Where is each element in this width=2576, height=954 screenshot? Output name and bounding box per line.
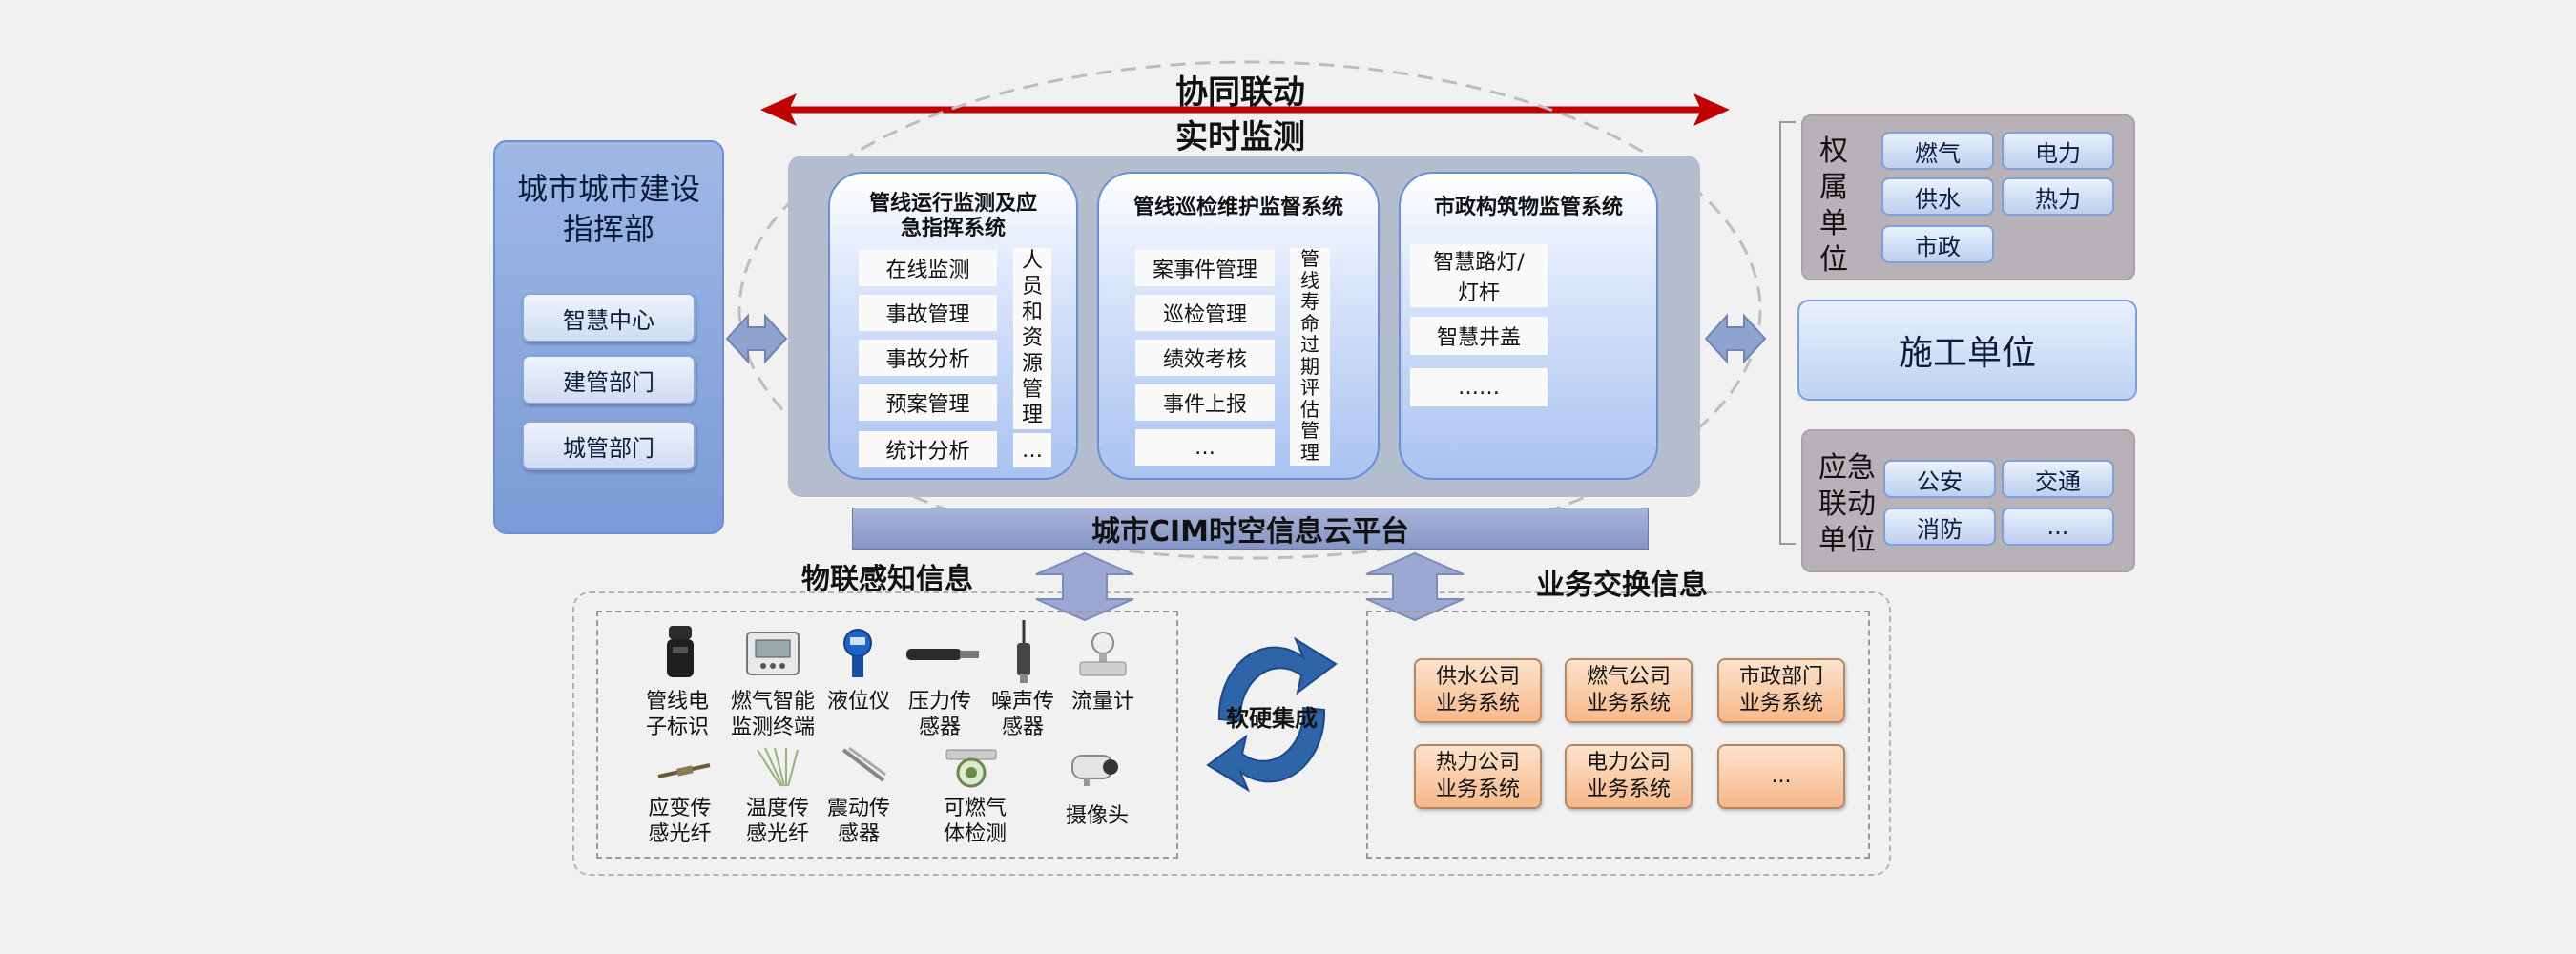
business-section-title: 业务交换信息: [1536, 569, 1708, 602]
gas-unit-button[interactable]: 燃气: [1881, 132, 1994, 170]
right-double-arrow-icon: [1704, 313, 1767, 364]
event-report-item[interactable]: 事件上报: [1135, 384, 1275, 421]
plan-management-item[interactable]: 预案管理: [859, 384, 997, 421]
construction-dept-button[interactable]: 建管部门: [522, 355, 696, 404]
fire-unit-button[interactable]: 消防: [1883, 508, 1996, 546]
more-system-button[interactable]: ...: [1717, 744, 1845, 809]
police-unit-button[interactable]: 公安: [1883, 460, 1996, 498]
command-title-line1: 城市城市建设: [516, 171, 700, 207]
smart-streetlight-item[interactable]: 智慧路灯/灯杆: [1410, 244, 1548, 307]
system-structure-title: 市政构筑物监管系统: [1433, 196, 1623, 219]
municipal-unit-button[interactable]: 市政: [1881, 225, 1994, 263]
power-unit-button[interactable]: 电力: [2002, 132, 2114, 170]
emergency-units-panel: 应急联动单位 公安 交通 消防 ...: [1801, 429, 2135, 572]
flowmeter-icon: [1079, 632, 1127, 676]
business-updown-arrow-icon: [1365, 551, 1465, 622]
case-management-item[interactable]: 案事件管理: [1135, 250, 1275, 286]
gas-detector-icon: [945, 749, 997, 788]
rfid-tag-icon: [667, 626, 694, 677]
bottom-dashed-container: [572, 591, 1891, 876]
command-title-line2: 指挥部: [562, 211, 654, 247]
bracket-line: [1779, 121, 1796, 545]
gas-terminal-label: 燃气智能监测终端: [730, 690, 815, 739]
integration-label: 软硬集成: [1226, 704, 1318, 732]
gas-company-system-button[interactable]: 燃气公司业务系统: [1565, 658, 1693, 723]
monitor-title: 实时监测: [1175, 117, 1305, 156]
more-item[interactable]: …: [1135, 429, 1275, 466]
water-unit-button[interactable]: 供水: [1881, 177, 1994, 216]
heat-unit-button[interactable]: 热力: [2002, 177, 2114, 216]
temperature-fiber-label: 温度传感光纤: [745, 797, 809, 846]
gas-detector-label: 可燃气体检测: [943, 797, 1007, 846]
cim-platform-bar: 城市CIM时空信息云平台: [852, 508, 1649, 550]
water-company-system-button[interactable]: 供水公司业务系统: [1414, 658, 1542, 723]
construction-unit-button[interactable]: 施工单位: [1797, 300, 2137, 401]
traffic-unit-button[interactable]: 交通: [2002, 460, 2114, 498]
camera-label: 摄像头: [1065, 804, 1129, 828]
iot-sensor-panel: [596, 611, 1178, 859]
municipal-dept-system-button[interactable]: 市政部门业务系统: [1717, 658, 1845, 723]
urban-mgmt-dept-button[interactable]: 城管部门: [522, 421, 696, 470]
flowmeter-label: 流量计: [1070, 690, 1134, 714]
smart-center-button[interactable]: 智慧中心: [522, 293, 696, 342]
vibration-sensor-icon: [841, 746, 886, 782]
emergency-units-label: 应急联动单位: [1818, 451, 1876, 557]
iot-updown-arrow-icon: [1035, 551, 1134, 622]
inspection-management-item[interactable]: 巡检管理: [1135, 295, 1275, 331]
accident-analysis-item[interactable]: 事故分析: [859, 340, 997, 376]
statistics-analysis-item[interactable]: 统计分析: [859, 431, 997, 467]
accident-management-item[interactable]: 事故管理: [859, 295, 997, 331]
level-meter-icon: [843, 629, 872, 677]
more-unit-button[interactable]: ...: [2002, 508, 2114, 546]
smart-manhole-item[interactable]: 智慧井盖: [1410, 317, 1548, 355]
pipeline-lifespan-assessment-item[interactable]: 管线寿命过期评估管理: [1290, 248, 1330, 466]
business-systems-panel: [1366, 611, 1870, 859]
gas-terminal-icon: [746, 632, 800, 675]
strain-fiber-icon: [657, 763, 711, 778]
pressure-sensor-label: 压力传感器: [907, 690, 971, 739]
more-item[interactable]: …: [1013, 433, 1051, 467]
system-emergency-title-line1: 管线运行监测及应: [868, 192, 1037, 216]
online-monitoring-item[interactable]: 在线监测: [859, 250, 997, 286]
ownership-units-label: 权属单位: [1819, 135, 1848, 277]
vibration-sensor-label: 震动传感器: [826, 797, 890, 846]
heat-company-system-button[interactable]: 热力公司业务系统: [1414, 744, 1542, 809]
rfid-tag-label: 管线电子标识: [645, 690, 709, 739]
system-emergency-title-line2: 急指挥系统: [900, 217, 1006, 240]
personnel-resource-management-item[interactable]: 人员和资源管理: [1013, 248, 1051, 429]
left-double-arrow-icon: [725, 313, 788, 364]
system-emergency-panel: 管线运行监测及应 急指挥系统 在线监测 事故管理 事故分析 预案管理 统计分析 …: [828, 172, 1078, 480]
system-inspection-title: 管线巡检维护监督系统: [1132, 196, 1343, 219]
command-center-panel: 城市城市建设 指挥部 智慧中心 建管部门 城管部门: [493, 140, 724, 534]
system-inspection-panel: 管线巡检维护监督系统 案事件管理 巡检管理 绩效考核 事件上报 … 管线寿命过期…: [1097, 172, 1380, 480]
temperature-fiber-icon: [757, 747, 799, 787]
performance-review-item[interactable]: 绩效考核: [1135, 340, 1275, 376]
collab-title: 协同联动: [1175, 73, 1305, 112]
ownership-units-panel: 权属单位 燃气 电力 供水 热力 市政: [1801, 114, 2135, 280]
monitor-ellipse: [737, 60, 1762, 560]
level-meter-label: 液位仪: [826, 690, 890, 714]
noise-sensor-label: 噪声传感器: [990, 690, 1054, 739]
noise-sensor-icon: [1017, 620, 1030, 683]
power-company-system-button[interactable]: 电力公司业务系统: [1565, 744, 1693, 809]
more-item[interactable]: ……: [1410, 368, 1548, 406]
camera-icon: [1071, 755, 1118, 786]
system-structure-panel: 市政构筑物监管系统 智慧路灯/灯杆 智慧井盖 ……: [1399, 172, 1658, 480]
iot-section-title: 物联感知信息: [801, 563, 973, 596]
integration-cycle-icon: [1206, 636, 1338, 793]
strain-fiber-label: 应变传感光纤: [648, 797, 712, 846]
pressure-sensor-icon: [906, 649, 979, 660]
